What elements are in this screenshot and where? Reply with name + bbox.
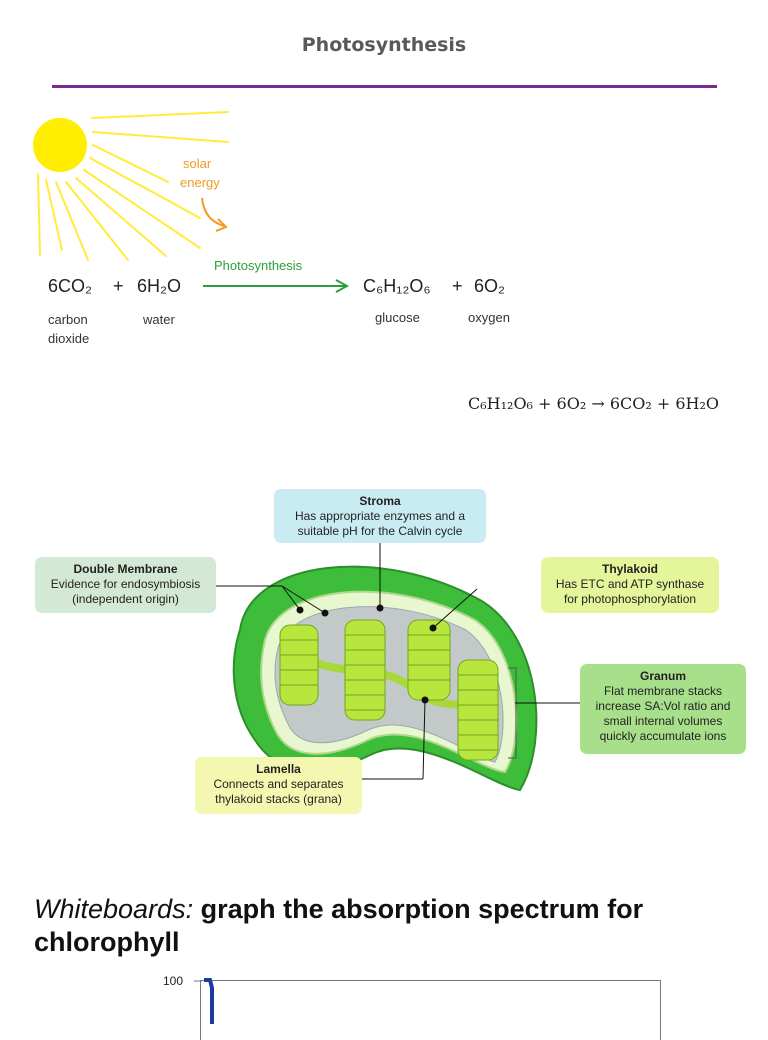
reactant-h2o: 6H₂O	[137, 276, 181, 296]
label-glucose: glucose	[375, 310, 420, 325]
lamella-line1: Connects and separates	[213, 777, 344, 791]
plus-sign-2: +	[452, 276, 463, 296]
whiteboard-line2: chlorophyll	[34, 927, 180, 957]
leader-lines	[216, 542, 580, 780]
thylakoid-callout: Thylakoid Has ETC and ATP synthase for p…	[541, 557, 719, 613]
solar-label: solar energy	[180, 154, 220, 192]
stroma-line2: suitable pH for the Calvin cycle	[297, 524, 463, 538]
stroma-line1: Has appropriate enzymes and a	[294, 509, 466, 523]
page-title: Photosynthesis	[301, 34, 467, 56]
plus-sign-1: +	[113, 276, 124, 296]
lamella-line2: thylakoid stacks (grana)	[215, 792, 342, 806]
whiteboard-lead: Whiteboards:	[34, 894, 194, 924]
thylakoid-line2: for photophosphorylation	[563, 592, 697, 606]
chloroplast-diagram	[232, 565, 538, 792]
arrow-label: Photosynthesis	[214, 258, 303, 273]
label-carbon-dioxide: carbon dioxide	[48, 310, 89, 348]
granum-title: Granum	[639, 669, 686, 683]
product-oxygen: 6O₂	[474, 276, 505, 296]
stroma-callout: Stroma Has appropriate enzymes and a sui…	[274, 489, 486, 543]
curved-arrow-icon	[201, 197, 228, 232]
granum-line2: increase SA:Vol ratio and	[595, 699, 731, 713]
label-dioxide: dioxide	[48, 331, 90, 346]
sun-icon	[33, 111, 229, 261]
double-membrane-line2: (independent origin)	[72, 592, 179, 606]
label-water: water	[143, 312, 175, 327]
lamella-callout: Lamella Connects and separates thylakoid…	[195, 757, 362, 814]
label-oxygen: oxygen	[468, 310, 510, 325]
reaction-arrow-icon	[203, 279, 350, 293]
double-membrane-title: Double Membrane	[73, 562, 178, 576]
lamella-title: Lamella	[256, 762, 301, 776]
granum-line4: quickly accumulate ions	[599, 729, 727, 743]
whiteboard-rest: graph the absorption spectrum for	[200, 894, 644, 924]
absorption-chart-frame	[200, 980, 661, 1040]
solar-label-line1: solar	[183, 156, 212, 171]
respiration-equation: C₆H₁₂O₆ + 6O₂ → 6CO₂ + 6H₂O	[468, 394, 720, 413]
double-membrane-line1: Evidence for endosymbiosis	[50, 577, 201, 591]
absorption-curve	[194, 978, 214, 1024]
double-membrane-callout: Double Membrane Evidence for endosymbios…	[35, 557, 216, 613]
granum-line1: Flat membrane stacks	[603, 684, 723, 698]
title-divider	[52, 85, 717, 88]
granum-callout: Granum Flat membrane stacks increase SA:…	[580, 664, 746, 754]
thylakoid-line1: Has ETC and ATP synthase	[555, 577, 705, 591]
whiteboard-prompt: Whiteboards: graph the absorption spectr…	[34, 893, 754, 959]
y-tick-100: 100	[163, 974, 184, 988]
label-carbon: carbon	[48, 312, 88, 327]
granum-line3: small internal volumes	[603, 714, 723, 728]
thylakoid-title: Thylakoid	[601, 562, 658, 576]
stroma-title: Stroma	[359, 494, 401, 508]
reactant-co2: 6CO₂	[48, 276, 92, 296]
solar-label-line2: energy	[180, 175, 220, 190]
product-glucose: C₆H₁₂O₆	[363, 276, 431, 296]
